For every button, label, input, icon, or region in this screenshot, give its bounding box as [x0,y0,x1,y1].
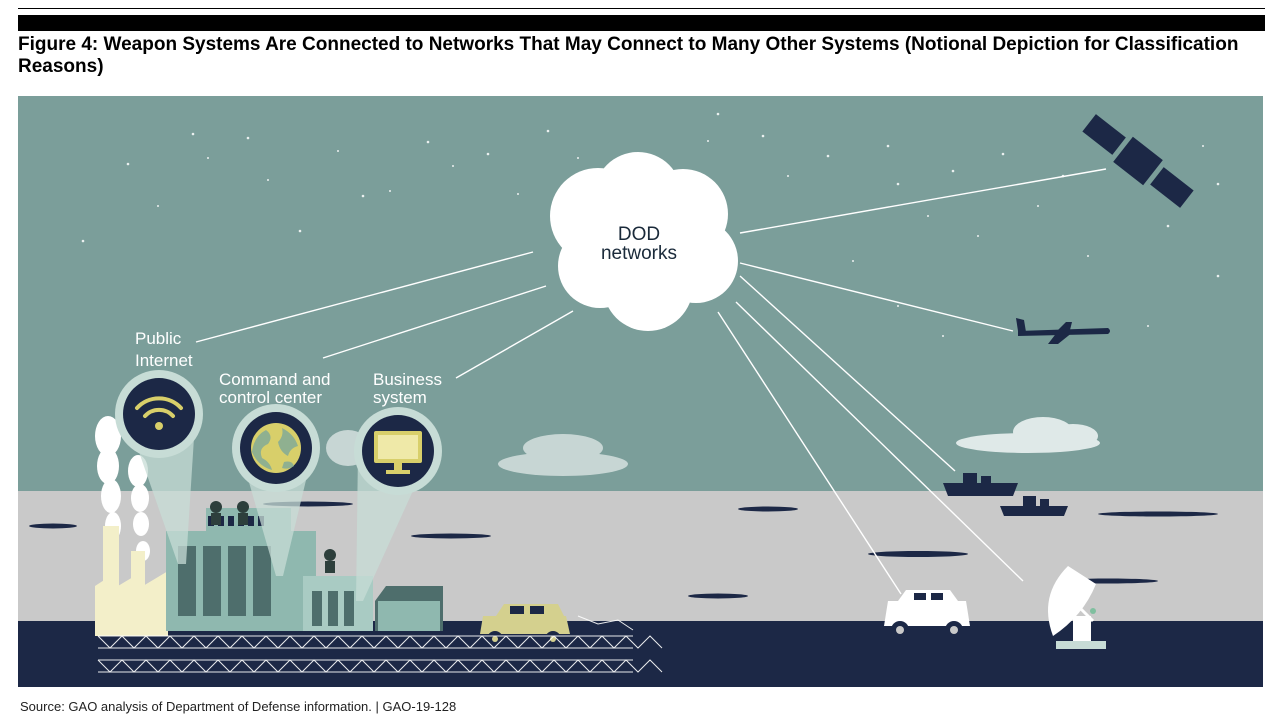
satellite-icon [1082,114,1194,208]
public-internet-label-line1: Public [135,329,182,348]
radar-dish-icon [1048,566,1106,649]
stars [81,112,1220,337]
command-center-label-line2: control center [219,388,322,407]
dod-networks-cloud [550,152,738,331]
business-system-label-line2: system [373,388,427,407]
public-internet-label-line2: Internet [135,351,193,370]
figure-source: Source: GAO analysis of Department of De… [20,699,457,714]
globe-icon [251,423,301,473]
top-rule [18,8,1265,9]
connection-lines [195,168,1107,595]
network-illustration: DOD networks [18,96,1263,687]
header-bar [18,15,1265,31]
figure-title: Figure 4: Weapon Systems Are Connected t… [18,34,1239,77]
military-vehicle-icon [884,590,970,639]
public-internet-pin [115,370,203,564]
monitor-icon [374,431,422,474]
ship-1-icon [943,473,1018,496]
soldier-figures [210,501,336,573]
background-cloud-right [956,417,1100,453]
ship-2-icon [1000,496,1068,516]
barbed-wire-fence [97,615,663,673]
airplane-icon [1016,318,1110,344]
business-system-label-line1: Business [373,370,442,389]
armored-vehicle-icon [480,604,570,647]
hub-label-line1: DOD [618,224,660,245]
command-center-label-line1: Command and [219,370,331,389]
hub-label-line2: networks [601,243,677,264]
wifi-icon [135,396,183,430]
factory-building [95,526,168,636]
